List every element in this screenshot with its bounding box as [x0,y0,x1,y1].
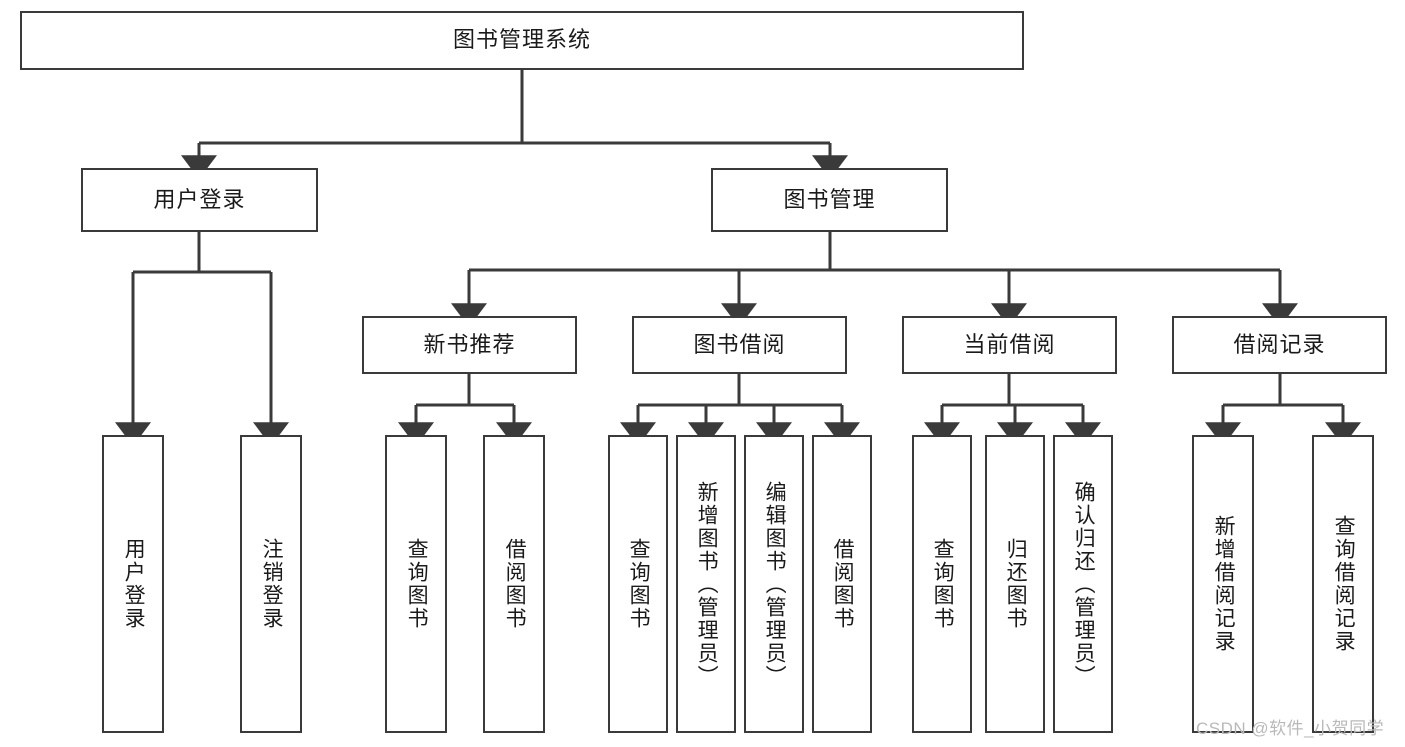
node-book-borrow[interactable]: 图书借阅 [632,316,847,374]
node-root-label: 图书管理系统 [452,27,591,53]
node-book-borrow-label: 图书借阅 [693,331,786,357]
node-leaf-logout-login[interactable]: 注销登录 [240,435,302,733]
node-leaf-confirm-return-label: 确认归还（管理员） [1072,480,1096,688]
node-borrow-record[interactable]: 借阅记录 [1172,316,1387,374]
node-leaf-edit-book-label: 编辑图书（管理员） [763,480,787,688]
node-leaf-user-login[interactable]: 用户登录 [102,435,164,733]
node-leaf-add-record[interactable]: 新增借阅记录 [1192,435,1254,733]
node-leaf-return-book-label: 归还图书 [1004,538,1028,630]
node-book-manage-label: 图书管理 [783,186,876,212]
node-leaf-edit-book[interactable]: 编辑图书（管理员） [744,435,804,733]
node-leaf-confirm-return[interactable]: 确认归还（管理员） [1053,435,1113,733]
node-leaf-borrow-book-bb-label: 借阅图书 [831,538,855,630]
node-leaf-logout-login-label: 注销登录 [260,538,284,630]
node-leaf-user-login-label: 用户登录 [122,538,146,630]
node-leaf-borrow-book-rec-label: 借阅图书 [503,538,527,630]
node-user-login-label: 用户登录 [153,186,246,212]
node-leaf-query-book-bb-label: 查询图书 [627,538,651,630]
node-new-book-recommend[interactable]: 新书推荐 [362,316,577,374]
node-leaf-borrow-book-rec[interactable]: 借阅图书 [483,435,545,733]
node-current-borrow[interactable]: 当前借阅 [902,316,1117,374]
node-user-login[interactable]: 用户登录 [81,168,318,232]
node-current-borrow-label: 当前借阅 [963,331,1056,357]
node-root[interactable]: 图书管理系统 [20,11,1024,70]
node-leaf-add-book-label: 新增图书（管理员） [695,480,719,688]
node-book-manage[interactable]: 图书管理 [711,168,948,232]
node-leaf-query-record[interactable]: 查询借阅记录 [1312,435,1374,733]
node-leaf-borrow-book-bb[interactable]: 借阅图书 [812,435,872,733]
node-leaf-return-book[interactable]: 归还图书 [985,435,1045,733]
node-leaf-add-book[interactable]: 新增图书（管理员） [676,435,736,733]
node-leaf-query-book-cb-label: 查询图书 [931,538,955,630]
node-leaf-query-book-rec[interactable]: 查询图书 [385,435,447,733]
node-leaf-query-record-label: 查询借阅记录 [1332,515,1356,653]
node-leaf-query-book-bb[interactable]: 查询图书 [608,435,668,733]
node-leaf-query-book-rec-label: 查询图书 [405,538,429,630]
node-leaf-query-book-cb[interactable]: 查询图书 [912,435,972,733]
node-new-book-recommend-label: 新书推荐 [423,331,516,357]
node-borrow-record-label: 借阅记录 [1233,331,1326,357]
watermark: CSDN @软件_小贺同学 [1196,719,1385,738]
node-leaf-add-record-label: 新增借阅记录 [1212,515,1236,653]
